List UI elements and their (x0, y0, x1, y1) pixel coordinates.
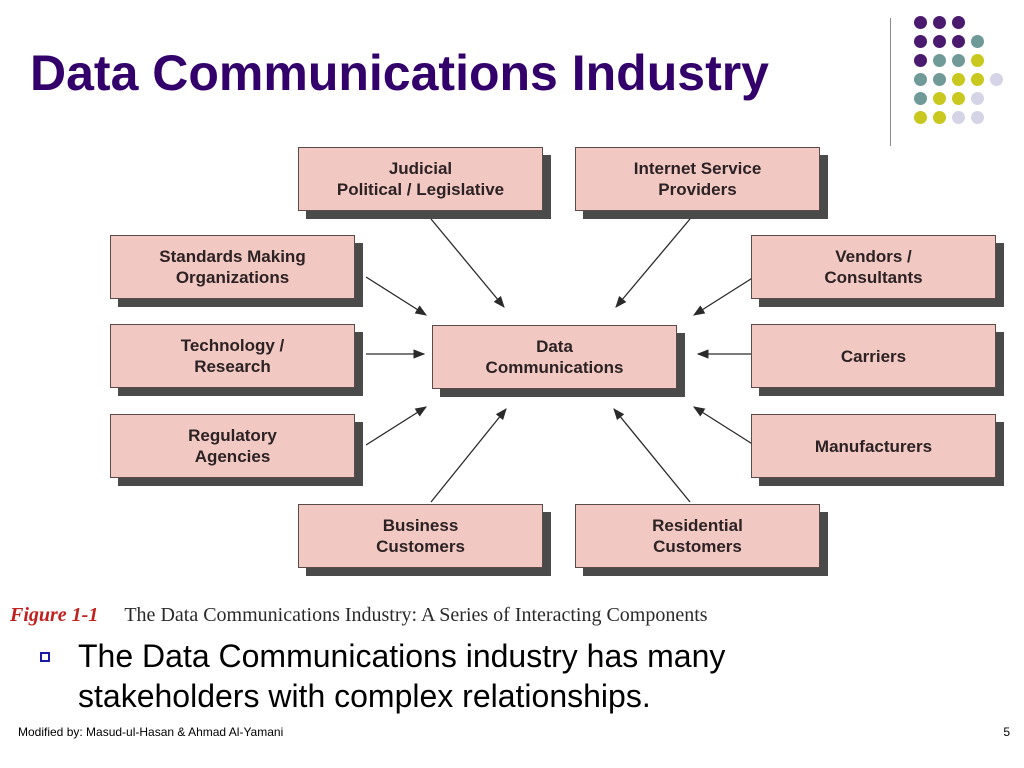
decorative-dot (952, 35, 965, 48)
decorative-dot (933, 35, 946, 48)
decorative-dot (914, 16, 927, 29)
node-standards: Standards Making Organizations (110, 235, 355, 299)
title-divider (890, 18, 891, 146)
decorative-dot (914, 111, 927, 124)
node-data-communications: Data Communications (432, 325, 677, 389)
decorative-dot (952, 111, 965, 124)
arrow-business (430, 408, 507, 503)
decorative-dot (914, 35, 927, 48)
decorative-dot (914, 54, 927, 67)
decorative-dot (914, 92, 927, 105)
arrow-residential (613, 408, 691, 503)
decorative-dot (971, 111, 984, 124)
node-residential: Residential Customers (575, 504, 820, 568)
decorative-dot (914, 73, 927, 86)
figure-caption: Figure 1-1 The Data Communications Indust… (10, 604, 708, 627)
arrow-isp (615, 218, 691, 308)
industry-diagram: Judicial Political / Legislative Interne… (16, 147, 1016, 580)
decorative-dot (933, 16, 946, 29)
slide-title: Data Communications Industry (30, 45, 769, 101)
node-technology: Technology / Research (110, 324, 355, 388)
decorative-dot-grid (0, 0, 1024, 160)
page-number: 5 (1003, 725, 1010, 739)
arrow-judicial (430, 218, 505, 308)
node-vendors: Vendors / Consultants (751, 235, 996, 299)
arrow-vendors (693, 276, 755, 316)
decorative-dot (933, 54, 946, 67)
node-business: Business Customers (298, 504, 543, 568)
decorative-dot (952, 92, 965, 105)
bullet-item: The Data Communications industry has man… (78, 638, 726, 714)
decorative-dot (952, 16, 965, 29)
arrow-regulatory (365, 406, 427, 446)
decorative-dot (933, 73, 946, 86)
decorative-dot (971, 35, 984, 48)
node-manufacturers: Manufacturers (751, 414, 996, 478)
figure-label: Figure 1-1 (10, 604, 99, 626)
bullet-square-icon (40, 652, 50, 662)
diagram-arrows (365, 218, 755, 503)
footer-credit: Modified by: Masud-ul-Hasan & Ahmad Al-Y… (18, 725, 284, 739)
arrow-standards (365, 276, 427, 316)
arrow-manufacturers (693, 406, 755, 446)
decorative-dot (952, 73, 965, 86)
node-judicial: Judicial Political / Legislative (298, 147, 543, 211)
decorative-dot (933, 111, 946, 124)
decorative-dot (952, 54, 965, 67)
decorative-dot (971, 92, 984, 105)
node-regulatory: Regulatory Agencies (110, 414, 355, 478)
figure-caption-text: The Data Communications Industry: A Seri… (124, 604, 708, 626)
decorative-dot (971, 54, 984, 67)
decorative-dot (971, 73, 984, 86)
node-carriers: Carriers (751, 324, 996, 388)
node-isp: Internet Service Providers (575, 147, 820, 211)
decorative-dot (990, 73, 1003, 86)
decorative-dot (933, 92, 946, 105)
